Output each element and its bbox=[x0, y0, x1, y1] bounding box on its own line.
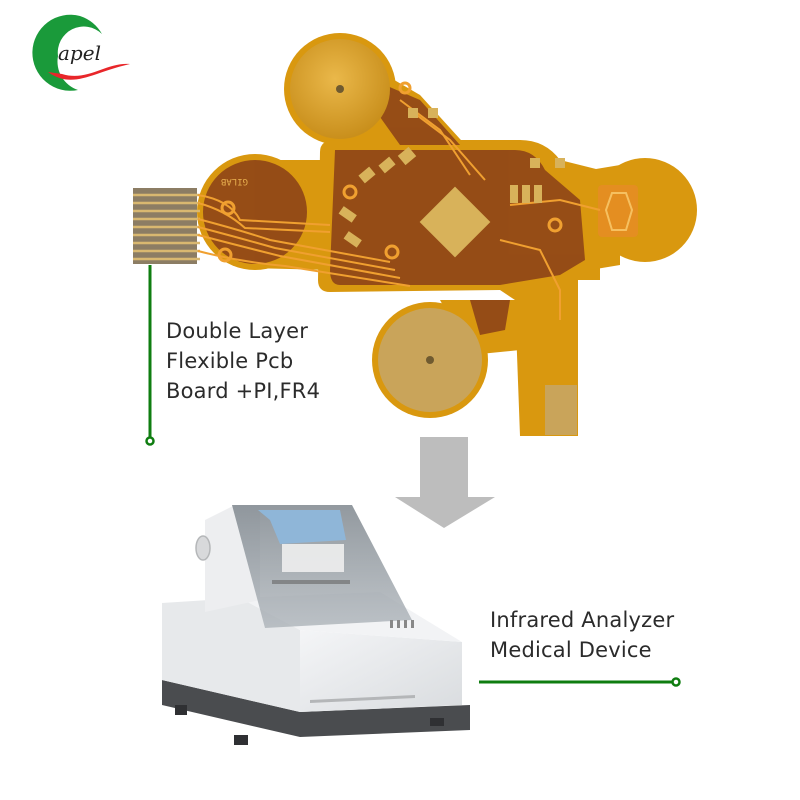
device-label-line: Infrared Analyzer bbox=[490, 608, 675, 632]
down-arrow-icon bbox=[395, 437, 495, 528]
infrared-analyzer-image bbox=[162, 505, 470, 745]
logo-red-swoosh bbox=[48, 63, 130, 80]
pcb-label-line: Flexible Pcb bbox=[166, 349, 294, 373]
ic-pad bbox=[419, 186, 491, 258]
logo-text: apel bbox=[58, 41, 101, 65]
pcb-label: Double Layer Flexible Pcb Board +PI,FR4 bbox=[166, 316, 320, 406]
logo-green-arc bbox=[32, 14, 102, 91]
capel-logo: apel bbox=[32, 14, 130, 91]
pcb-label-line: Board +PI,FR4 bbox=[166, 379, 321, 403]
flex-pcb-image: GILAB bbox=[133, 33, 697, 436]
device-label-line: Medical Device bbox=[490, 638, 652, 662]
device-label: Infrared Analyzer Medical Device bbox=[490, 605, 674, 665]
side-knob bbox=[195, 535, 211, 561]
pcb-silkscreen-text: GILAB bbox=[221, 176, 248, 186]
pcb-label-line: Double Layer bbox=[166, 319, 309, 343]
device-callout-pointer bbox=[479, 677, 681, 687]
pcb-callout-pointer bbox=[145, 265, 155, 446]
